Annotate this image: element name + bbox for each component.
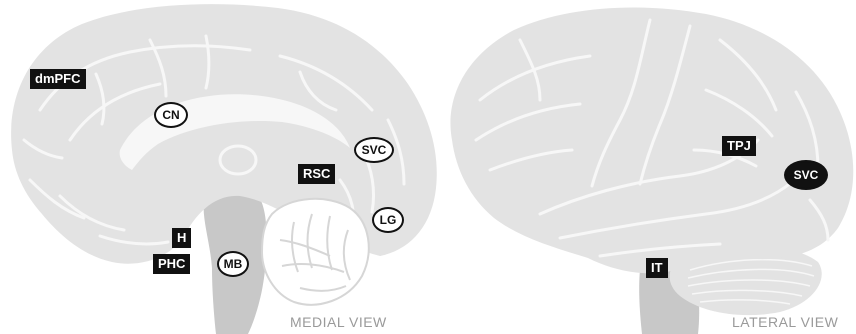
lateral-view-caption: LATERAL VIEW bbox=[732, 314, 838, 330]
label-svc-lateral: SVC bbox=[784, 160, 828, 190]
label-rsc: RSC bbox=[298, 164, 335, 184]
label-lg: LG bbox=[372, 207, 404, 233]
medial-brain bbox=[11, 4, 437, 334]
label-tpj: TPJ bbox=[722, 136, 756, 156]
label-cn: CN bbox=[154, 102, 188, 128]
label-h: H bbox=[172, 228, 191, 248]
lateral-cerebrum bbox=[450, 7, 853, 273]
label-it: IT bbox=[646, 258, 668, 278]
label-dmpfc: dmPFC bbox=[30, 69, 86, 89]
medial-cerebellum bbox=[262, 199, 369, 305]
label-mb: MB bbox=[217, 251, 249, 277]
label-phc: PHC bbox=[153, 254, 190, 274]
medial-view-caption: MEDIAL VIEW bbox=[290, 314, 387, 330]
label-svc-medial: SVC bbox=[354, 137, 394, 163]
